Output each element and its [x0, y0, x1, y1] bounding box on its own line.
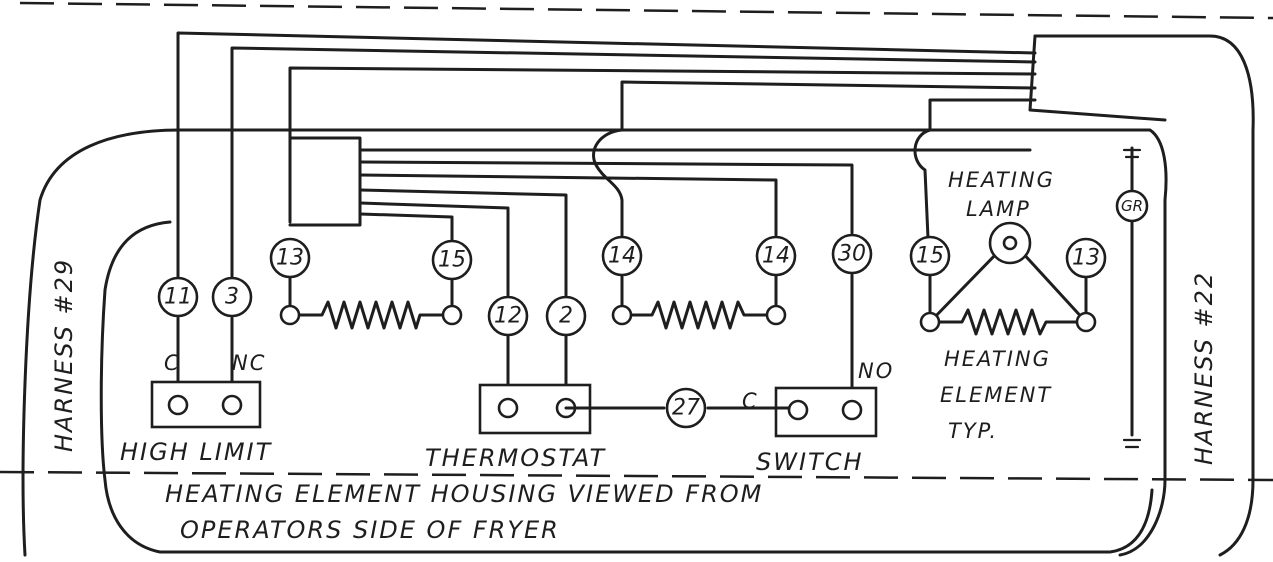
- heating-element-left: [279, 300, 463, 330]
- wire-tags: 11 3 13 15 12 2 14 14 30 15 13 27: [157, 233, 1107, 429]
- ground-symbol: GR: [1115, 146, 1149, 449]
- housing-inner-outline: [99, 220, 1154, 554]
- thermostat-label: THERMOSTAT: [425, 444, 607, 472]
- heating-element-label-3: TYP.: [948, 419, 998, 443]
- heating-element-middle: [611, 300, 787, 330]
- switch-label: SWITCH: [756, 448, 864, 476]
- crossover-loops: [592, 128, 932, 240]
- thermostat: THERMOSTAT: [425, 383, 607, 472]
- left-harness-connector: [288, 136, 362, 227]
- switch-no-label: NO: [858, 359, 894, 383]
- harness-right-label: HARNESS #22: [1190, 271, 1218, 465]
- heating-element-right: [919, 248, 1097, 336]
- right-harness-bundle-end: [1028, 34, 1167, 122]
- high-limit-nc-label: NC: [232, 351, 266, 375]
- right-harness-outline: [1033, 34, 1255, 557]
- high-limit-switch: C NC HIGH LIMIT: [120, 351, 273, 466]
- wire-tag-13-right: 13: [1072, 246, 1100, 271]
- wire-tag-15-right: 15: [916, 244, 944, 269]
- connector-branch-wires: [358, 148, 1032, 297]
- caption-line-1: HEATING ELEMENT HOUSING VIEWED FROM: [165, 480, 763, 508]
- ground-label: GR: [1121, 197, 1143, 215]
- high-limit-label: HIGH LIMIT: [120, 438, 273, 466]
- switch: C NO SWITCH: [742, 359, 894, 476]
- caption-line-2: OPERATORS SIDE OF FRYER: [180, 516, 560, 544]
- heating-element-label-1: HEATING: [944, 347, 1051, 371]
- wire-tag-12: 12: [494, 304, 522, 329]
- wire-tag-30: 30: [838, 242, 866, 267]
- wire-tag-14-right: 14: [762, 244, 790, 269]
- heating-element-label-2: ELEMENT: [940, 383, 1052, 407]
- heating-element-label: HEATING ELEMENT TYP.: [940, 347, 1052, 443]
- wire-tag-13-left: 13: [276, 246, 304, 271]
- middle-dashed-line: [0, 470, 1273, 482]
- high-limit-c-label: C: [164, 351, 181, 375]
- wire-tag-15-left: 15: [438, 248, 466, 273]
- harness-left-label: HARNESS #29: [50, 258, 78, 452]
- wire-tag-14-left: 14: [608, 244, 636, 269]
- wire-tag-11: 11: [164, 285, 192, 310]
- harness-bundle-wires: [176, 31, 1037, 285]
- wire-tag-2: 2: [559, 304, 573, 329]
- wire-tag-27: 27: [672, 396, 700, 421]
- housing-outline: [21, 128, 1168, 557]
- heating-lamp-label-1: HEATING: [948, 168, 1055, 192]
- wire-tag-3: 3: [225, 285, 239, 310]
- heating-lamp-label-2: LAMP: [966, 197, 1031, 221]
- heating-lamp: HEATING LAMP: [948, 168, 1055, 265]
- top-dashed-edge: [19, 1, 1273, 20]
